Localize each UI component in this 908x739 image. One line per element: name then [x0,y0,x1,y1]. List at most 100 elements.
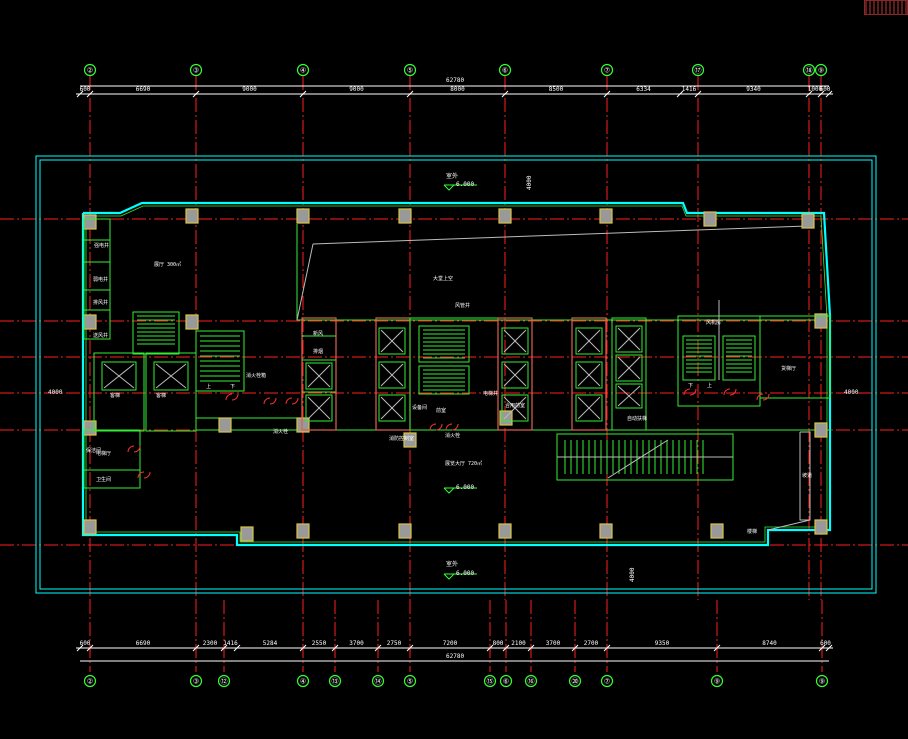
lift-center-e3 [615,383,643,409]
level-triangle-0 [443,184,456,191]
top-dim-tick-9 [805,90,813,98]
bottom-gap-dimension: 4000 [629,567,636,582]
left-side-dimension: 4000 [48,389,63,396]
column-23 [599,523,613,539]
lobby-right [759,315,831,399]
room-mech2: 排烟 [313,348,323,355]
column-8 [599,208,613,224]
door-swing-8 [127,445,141,453]
left-shaft-strip [83,218,111,340]
lift-car-left-1-x2 [103,363,135,389]
room-mech1: 新风 [313,330,323,337]
lift-center-e2-x2 [617,356,641,380]
bottom-dim-tick-7 [374,644,382,652]
bubble-top-6 [691,63,705,77]
bubble-top-1-label: ③ [193,67,199,75]
bubble-top-8 [814,63,828,77]
bottom-dim-label-12: 2700 [584,640,599,647]
room-hall-left: 展厅 300㎡ [154,261,181,268]
bottom-dim-tick-12 [571,644,579,652]
bubble-bottom-2-label: ⑫ [221,678,228,686]
door-swing-5 [683,388,697,396]
room-fire-box1: 消火栓箱 [246,372,266,379]
bottom-total-dimension: 62780 [446,653,464,660]
top-dim-label-9: 1000 [808,86,823,93]
lift-center-b3-x2 [380,396,404,420]
bottom-dim-tick-8 [406,644,414,652]
top-dim-label-3: 9000 [349,86,364,93]
bubble-bottom-12 [710,674,724,688]
column-20 [296,523,310,539]
lift-center-e2 [615,354,643,382]
column-3 [83,519,97,535]
bubble-bottom-1-label: ③ [193,678,199,686]
atrium-edge [296,224,815,321]
bottom-dim-tick-3 [220,644,228,652]
room-stair-up-left: 上 [206,383,211,390]
column-12 [814,313,828,329]
overall-dimensions: 62780 62780 4000 4000 4000 4000 [48,77,859,660]
door-swing-6 [723,388,737,396]
lift-center-a2 [305,394,333,422]
bubble-top-7 [802,63,816,77]
column-22 [498,523,512,539]
bubble-top-2-label: ④ [300,67,306,75]
room-ramp: 坡道 [802,472,812,479]
door-swing-3 [429,423,443,431]
bubble-bottom-13-label: ⑨ [819,678,825,686]
lift-center-c1 [501,327,529,355]
lift-center-c3 [501,394,529,422]
top-dim-label-4: 8000 [450,86,465,93]
column-10 [801,213,815,229]
bottom-dim-tick-9 [486,644,494,652]
top-dim-label-5: 8500 [549,86,564,93]
door-swing-0 [225,393,239,401]
bubble-top-0-label: ② [87,67,93,75]
bubble-bottom-3 [296,674,310,688]
bubble-bottom-3-label: ④ [300,678,306,686]
bottom-dim-label-0: 600 [80,640,91,647]
room-pipe1: 强电井 [94,242,109,249]
bubble-bottom-7-label: ⑮ [487,678,494,686]
lift-car-left-1 [101,361,137,391]
top-dim-label-7: 1416 [682,86,697,93]
top-gap-dimension: 4000 [526,175,533,190]
column-9 [703,211,717,227]
core-center-e [611,317,647,431]
top-dim-tick-5 [501,90,509,98]
bottom-dim-label-13: 9350 [655,640,670,647]
bubble-bottom-11 [600,674,614,688]
column-4 [185,208,199,224]
top-dim-tick-11 [825,90,833,98]
level-triangle-1 [443,487,456,494]
lift-center-d1-x2 [577,329,601,353]
door-swing-2 [285,397,299,405]
column-11 [185,314,199,330]
bottom-dim-label-3: 1416 [223,640,238,647]
bottom-dim-label-7: 2750 [387,640,402,647]
bubble-bottom-9 [524,674,538,688]
bubble-top-1 [189,63,203,77]
stair-center-b [418,365,470,395]
bubble-bottom-0-label: ② [87,678,93,686]
bubble-top-4 [498,63,512,77]
lift-center-e1 [615,325,643,353]
bottom-dim-tick-0 [76,644,84,652]
ramp-bottom [767,519,811,531]
bubble-bottom-13 [815,674,829,688]
room-escalator: 自动扶梯 [627,415,647,422]
room-stair-up-right: 上 [707,382,712,389]
stair-right-b [722,335,756,381]
room-service1: 保洁间 [86,447,101,454]
lift-center-e1-x2 [617,327,641,351]
bubble-bottom-5 [371,674,385,688]
room-note-right: 楼梯 [747,528,757,535]
room-stair-down-right: 下 [688,383,693,389]
bottom-dim-tick-13 [603,644,611,652]
bottom-dim-tick-16 [825,644,833,652]
core-center-d [571,317,607,431]
bottom-dim-tick-10 [502,644,510,652]
column-19 [240,526,254,542]
